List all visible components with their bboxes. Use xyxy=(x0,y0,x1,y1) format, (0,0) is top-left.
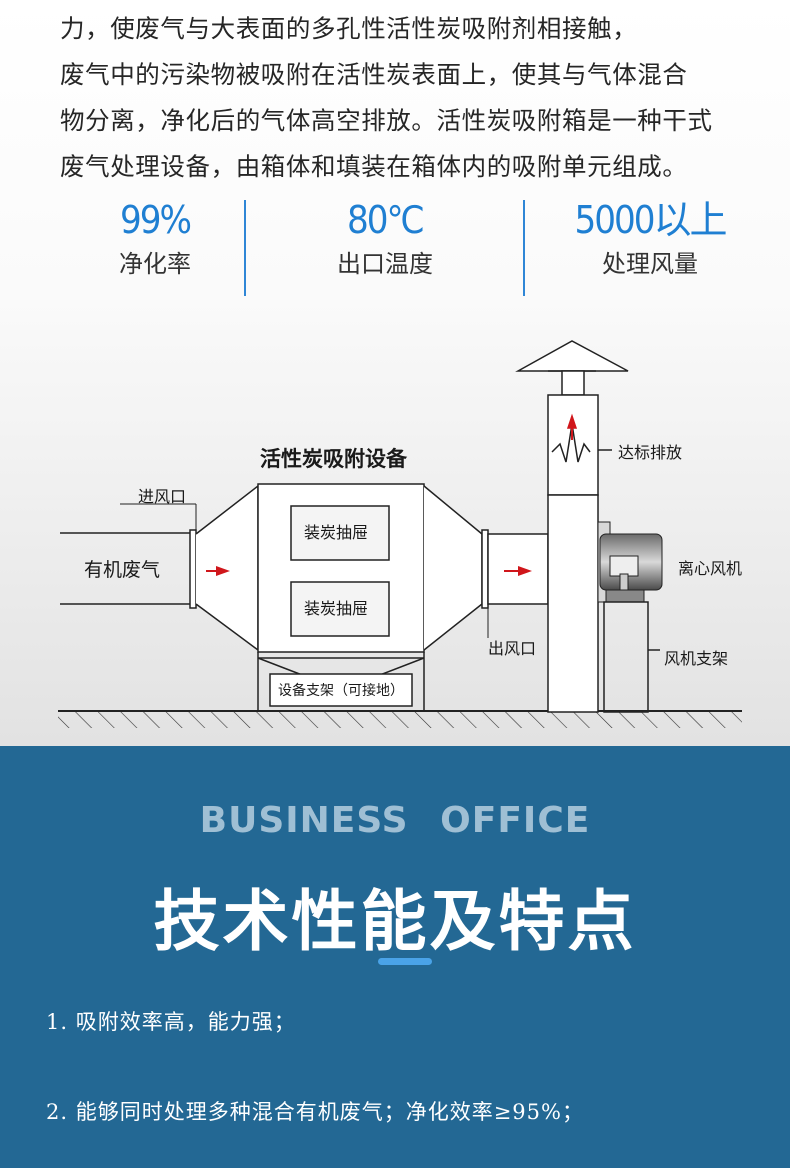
features-band xyxy=(0,746,790,1168)
ground xyxy=(58,710,742,728)
equipment-diagram: 活性炭吸附设备 进风口 有机废气 装炭抽屉 装炭抽屉 设备支架（可接地） 出风口… xyxy=(58,340,742,728)
stat-label: 处理风量 xyxy=(602,250,698,278)
stat-value: 80℃ xyxy=(347,198,425,242)
stat-label: 出口温度 xyxy=(337,250,433,278)
inlet-label: 进风口 xyxy=(138,487,186,506)
feature-item: 2. 能够同时处理多种混合有机废气；净化效率≥95%； xyxy=(46,1100,584,1124)
stat-purification: 99% 净化率 xyxy=(65,200,245,279)
title-underline xyxy=(378,958,432,965)
adsorption-box xyxy=(257,483,425,653)
stat-divider xyxy=(244,200,246,296)
outlet-arrow xyxy=(504,566,532,576)
stat-airflow: 5000以上 处理风量 xyxy=(560,200,740,279)
outlet-label: 出风口 xyxy=(488,639,536,658)
feature-item: 1. 吸附效率高，能力强； xyxy=(46,1010,296,1034)
centrifugal-fan-motor xyxy=(597,521,663,603)
stand-label: 设备支架（可接地） xyxy=(278,682,404,699)
section-subtitle: BUSINESS OFFICE xyxy=(199,800,591,841)
stat-outlet-temp: 80℃ 出口温度 xyxy=(295,200,475,279)
outlet-duct xyxy=(423,485,549,651)
drawer-label-top: 装炭抽屉 xyxy=(304,523,368,542)
drawer-label-bottom: 装炭抽屉 xyxy=(304,599,368,618)
stat-label: 净化率 xyxy=(119,250,191,278)
diagram-title: 活性炭吸附设备 xyxy=(260,447,408,471)
intro-line: 废气中的污染物被吸附在活性炭表面上，使其与气体混合 xyxy=(60,60,688,89)
exhaust-stack xyxy=(515,340,629,713)
intro-line: 力，使废气与大表面的多孔性活性炭吸附剂相接触， xyxy=(60,14,638,43)
intro-line: 废气处理设备，由箱体和填装在箱体内的吸附单元组成。 xyxy=(60,152,688,181)
intro-line: 物分离，净化后的气体高空排放。活性炭吸附箱是一种干式 xyxy=(60,106,713,135)
gas-label: 有机废气 xyxy=(84,559,160,581)
drawer-bottom xyxy=(290,581,390,637)
discharge-label: 达标排放 xyxy=(618,443,682,462)
stat-value: 5000以上 xyxy=(574,198,728,242)
fan-stand xyxy=(603,601,660,713)
section-title: 技术性能及特点 xyxy=(153,883,637,960)
drawer-top xyxy=(290,505,390,561)
stat-divider xyxy=(523,200,525,296)
fan-stand-label: 风机支架 xyxy=(664,649,728,668)
box-stand xyxy=(257,652,425,711)
leader-lines xyxy=(120,503,489,638)
inlet-arrow xyxy=(206,566,230,576)
intro-paragraph: 力，使废气与大表面的多孔性活性炭吸附剂相接触， 废气中的污染物被吸附在活性炭表面… xyxy=(60,6,760,190)
stat-value: 99% xyxy=(120,198,192,242)
fan-label: 离心风机 xyxy=(678,559,742,578)
inlet-duct xyxy=(60,484,259,652)
